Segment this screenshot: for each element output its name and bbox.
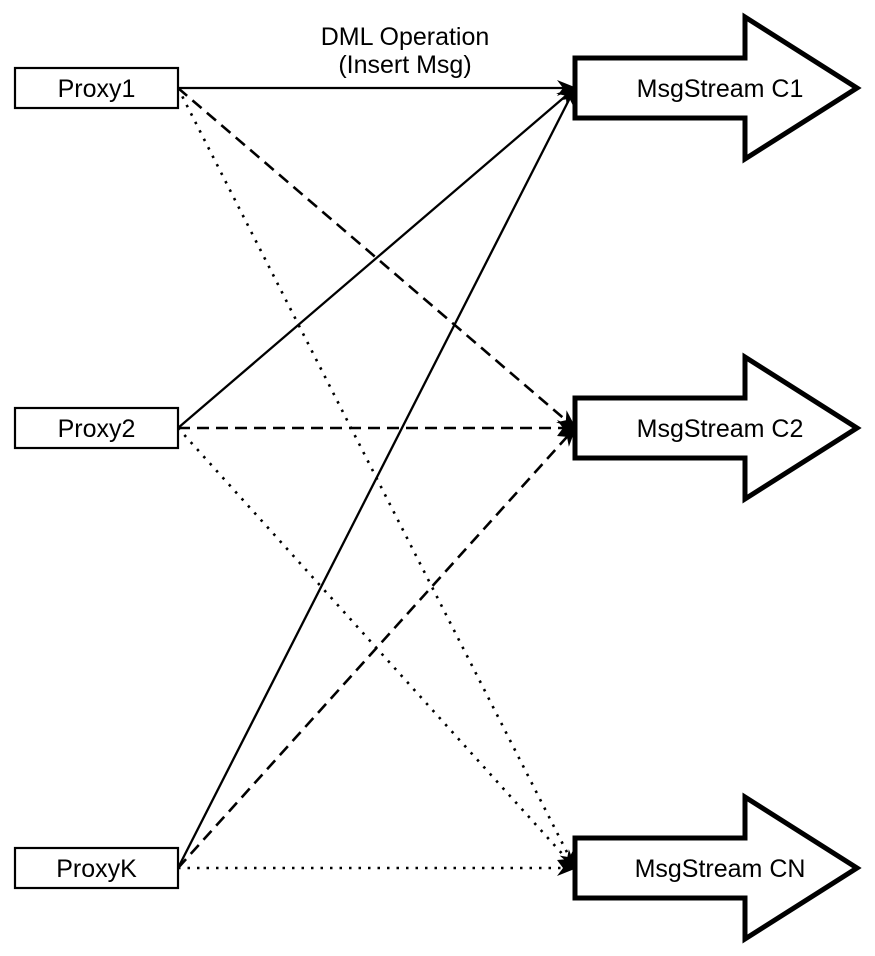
arrowhead-proxy2-to-c2: [557, 420, 577, 436]
node-proxy2-box: [13, 406, 180, 450]
edge-label-dml-operation-line1: DML Operation: [321, 23, 490, 51]
node-proxyk-box: [13, 846, 180, 890]
node-cn-block-arrow: [572, 792, 862, 944]
labels-layer: DML Operation (Insert Msg) Proxy1Proxy2P…: [56, 23, 805, 883]
node-proxy2-label: Proxy2: [58, 415, 136, 443]
arrowheads-layer: [556, 80, 577, 876]
arrowhead-proxyk-to-c1: [559, 86, 576, 108]
node-proxy1-label: Proxy1: [58, 75, 136, 103]
node-c2-label: MsgStream C2: [637, 415, 804, 443]
edge-proxy1-to-c2: [177, 87, 576, 429]
node-proxyk-label: ProxyK: [56, 855, 137, 883]
edge-proxy2-to-cn: [177, 427, 576, 869]
node-c2-block-arrow: [572, 352, 862, 504]
node-c1-block-arrow: [572, 12, 862, 164]
arrowhead-proxyk-to-c2: [557, 426, 577, 447]
arrowhead-proxy2-to-cn: [557, 849, 577, 870]
node-proxy1-box: [13, 66, 180, 110]
arrowhead-proxy1-to-c2: [556, 410, 577, 430]
edge-label-dml-operation-line2: (Insert Msg): [338, 51, 471, 79]
node-c1-label: MsgStream C1: [637, 75, 804, 103]
edges-layer: [176, 86, 577, 870]
edge-proxy2-to-c1: [177, 87, 576, 429]
edge-proxy1-to-cn: [176, 87, 577, 869]
nodes-layer: [13, 12, 862, 944]
node-cn-label: MsgStream CN: [635, 855, 806, 883]
arrowhead-proxyk-to-cn: [557, 860, 577, 876]
